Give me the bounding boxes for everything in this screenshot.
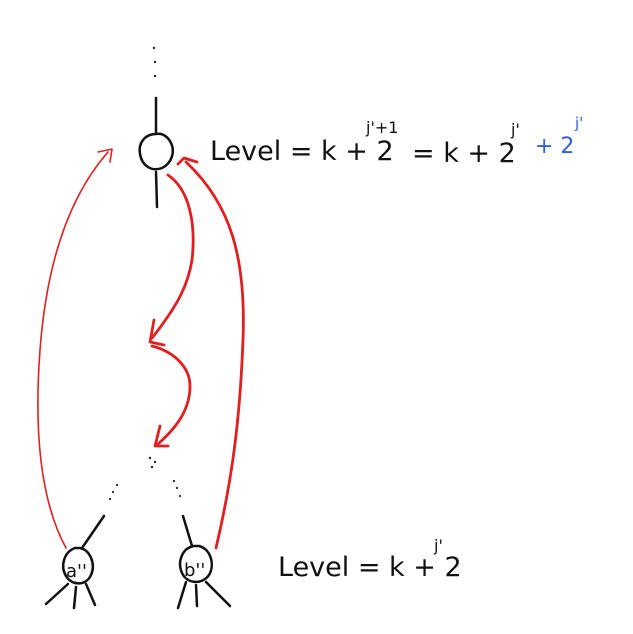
bottom-level-text: Level = k + 2 — [278, 552, 462, 583]
bottom-level-label: Level = k + 2 j' — [278, 536, 462, 583]
arrow-left-arc — [37, 151, 109, 549]
top-node-circle — [138, 132, 174, 171]
arrow-mid-wave-bottom — [150, 344, 192, 446]
node-b-child-1 — [176, 580, 188, 610]
edge-to-b — [181, 514, 194, 548]
ellipsis-middle — [108, 456, 182, 501]
arrow-left-head — [97, 148, 113, 163]
red-arrows — [37, 148, 245, 550]
arrow-mid-head-1 — [148, 318, 166, 347]
top-level-text: Level = k + 2 — [210, 136, 394, 167]
node-b-child-2 — [194, 583, 199, 608]
arrow-mid-wave-top — [150, 173, 195, 340]
node-b — [176, 544, 232, 610]
bottom-edges — [80, 514, 194, 550]
node-a-child-2 — [72, 585, 78, 610]
top-level-extra: + 2 — [535, 134, 574, 159]
node-b-child-3 — [204, 580, 232, 608]
arrow-mid-head-2 — [153, 424, 170, 448]
node-a-child-1 — [44, 582, 70, 606]
top-level-exp1: j'+1 — [365, 118, 398, 137]
node-b-circle — [178, 544, 213, 584]
top-node — [138, 96, 174, 209]
arrow-right-head — [176, 156, 199, 166]
top-level-exp2: j' — [510, 120, 520, 139]
arrow-right-arc — [184, 160, 245, 550]
node-a — [44, 546, 97, 610]
top-node-edge-down — [154, 170, 159, 209]
top-level-label: Level = k + 2 j'+1 = k + 2 j' + 2 j' — [210, 114, 583, 169]
top-level-exp3: j' — [574, 114, 583, 132]
ellipsis-top — [152, 46, 157, 78]
node-a-label: a'' — [66, 561, 87, 582]
top-level-equals: = k + 2 — [412, 138, 516, 169]
node-b-label: b'' — [184, 560, 205, 581]
node-a-circle — [62, 546, 95, 585]
node-a-child-3 — [84, 582, 97, 607]
bottom-level-exp: j' — [433, 536, 443, 555]
edge-to-a — [80, 514, 106, 550]
